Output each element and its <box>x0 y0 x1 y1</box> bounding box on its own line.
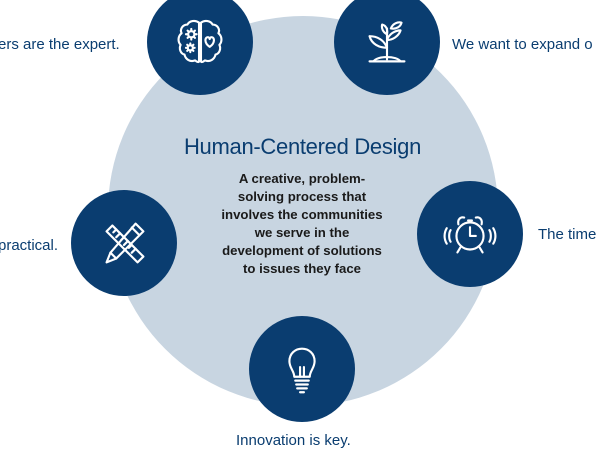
node-lightbulb <box>249 316 355 422</box>
diagram-title: Human-Centered Design <box>183 134 422 159</box>
node-label: practical. <box>0 237 59 254</box>
pencil-ruler-icon <box>105 222 145 264</box>
alarm-clock-icon <box>443 216 497 254</box>
diagram-description: A creative, problem- solving process tha… <box>188 170 416 278</box>
description-line: involves the communities <box>221 207 383 222</box>
node-pencil-ruler <box>71 190 177 296</box>
description-line: solving process that <box>237 189 367 204</box>
description-line: to issues they face <box>242 261 361 276</box>
node-label: We want to expand o <box>452 36 593 53</box>
description-line: we serve in the <box>254 225 350 240</box>
plant-sprout-icon <box>368 21 406 63</box>
lightbulb-icon <box>288 347 316 394</box>
description-line: A creative, problem- <box>238 171 366 186</box>
node-clock <box>417 181 523 287</box>
node-brain <box>147 0 253 95</box>
node-label: Innovation is key. <box>236 432 351 449</box>
node-label: ers are the expert. <box>0 36 120 53</box>
node-plant <box>334 0 440 95</box>
description-line: development of solutions <box>222 243 382 258</box>
brain-gears-heart-icon <box>177 19 223 64</box>
node-label: The time <box>538 226 597 243</box>
